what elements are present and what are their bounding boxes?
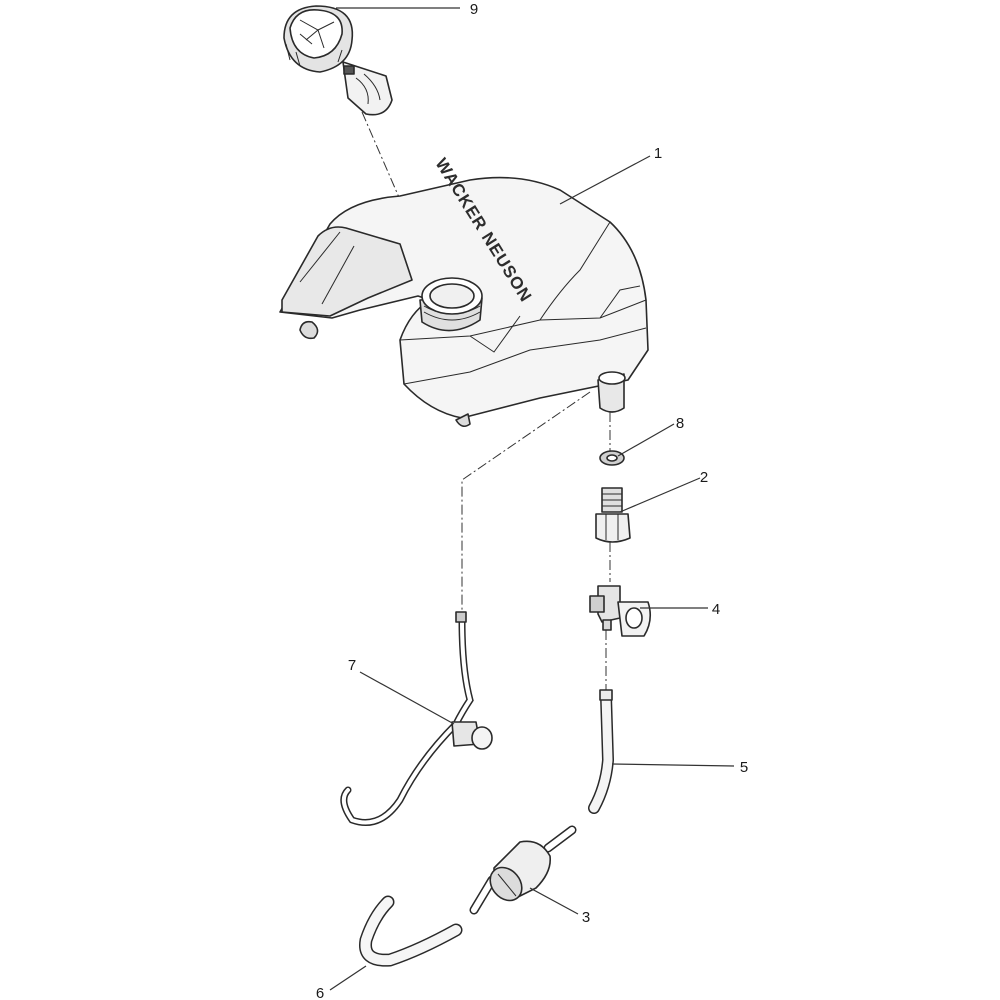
callout-8: 8 <box>676 415 684 432</box>
part-5-fuel-hose <box>588 689 615 814</box>
part-8-washer <box>599 450 625 466</box>
part-2-fitting <box>595 487 631 543</box>
callout-labels: 9 1 8 2 4 7 5 3 6 <box>316 1 748 1000</box>
callout-4: 4 <box>712 601 720 618</box>
callout-7: 7 <box>348 657 356 674</box>
part-6-hose <box>359 895 463 967</box>
part-7-vent-line <box>340 611 493 826</box>
callout-3: 3 <box>582 909 590 926</box>
callout-2: 2 <box>700 469 708 486</box>
callout-1: 1 <box>654 145 662 162</box>
callout-9: 9 <box>470 1 478 18</box>
part-3-fuel-filter <box>469 825 577 915</box>
leader-lines <box>329 7 735 991</box>
part-1-fuel-tank: WACKER NEUSON <box>279 155 649 428</box>
callout-5: 5 <box>740 759 748 776</box>
part-4-shutoff-valve <box>589 585 652 637</box>
part-9-fuel-cap <box>283 5 393 116</box>
callout-6: 6 <box>316 985 324 1000</box>
